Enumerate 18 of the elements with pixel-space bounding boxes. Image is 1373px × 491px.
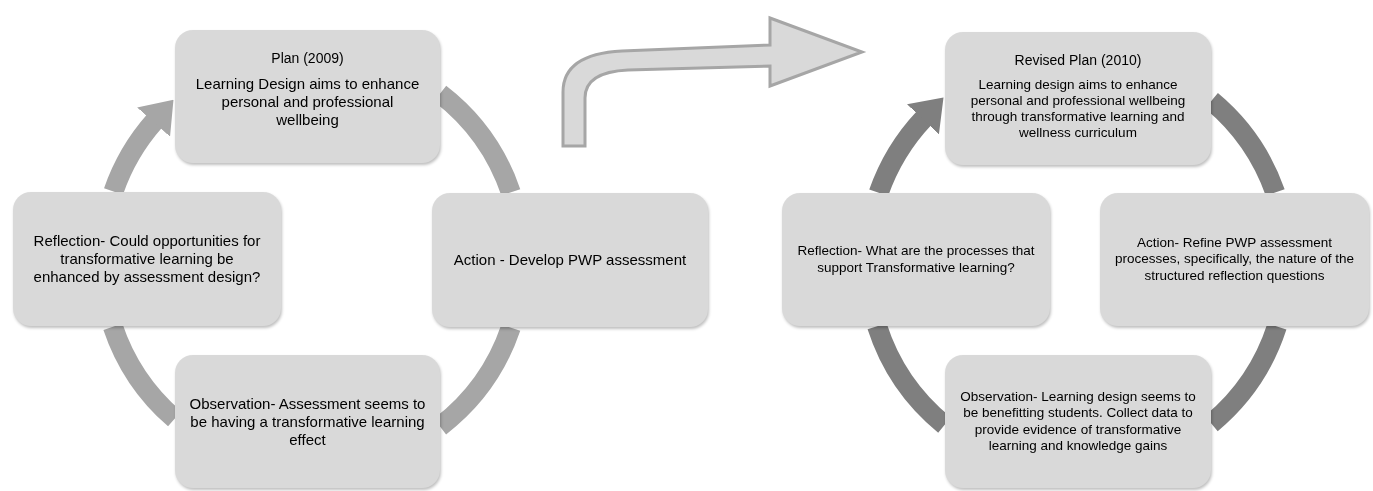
stage-box <box>13 192 281 326</box>
stage-text: Action - Develop PWP assessment <box>453 251 687 269</box>
stage-text: Observation- Learning design seems to be benefitting students. Collect data to provide evidence of transformative learning and knowledge gains <box>959 389 1197 454</box>
stage-text: Observation- Assessment seems to be having a transformative learning effect <box>189 394 426 449</box>
stage-box <box>782 193 1050 326</box>
stage-text: Learning design aims to enhance personal and professional wellbeing through transformative learning and wellness curriculum <box>969 76 1187 142</box>
stage-text: Learning Design aims to enhance personal and professional wellbeing <box>194 74 421 129</box>
stage-heading: Revised Plan (2010) <box>1014 52 1142 69</box>
stage-text: Action- Refine PWP assessment processes, specifically, the nature of the structured reflection questions <box>1114 235 1355 284</box>
stage-box <box>945 32 1211 165</box>
stage-text: Reflection- What are the processes that support Transformative learning? <box>796 243 1036 276</box>
stage-box <box>175 355 440 488</box>
stage-box <box>175 30 440 163</box>
stage-heading: Plan (2009) <box>271 50 344 67</box>
stage-text: Reflection- Could opportunities for transformative learning be enhanced by assessment design? <box>32 232 262 286</box>
stage-box <box>1100 193 1369 326</box>
stage-box <box>945 355 1211 488</box>
stage-box <box>432 193 708 327</box>
